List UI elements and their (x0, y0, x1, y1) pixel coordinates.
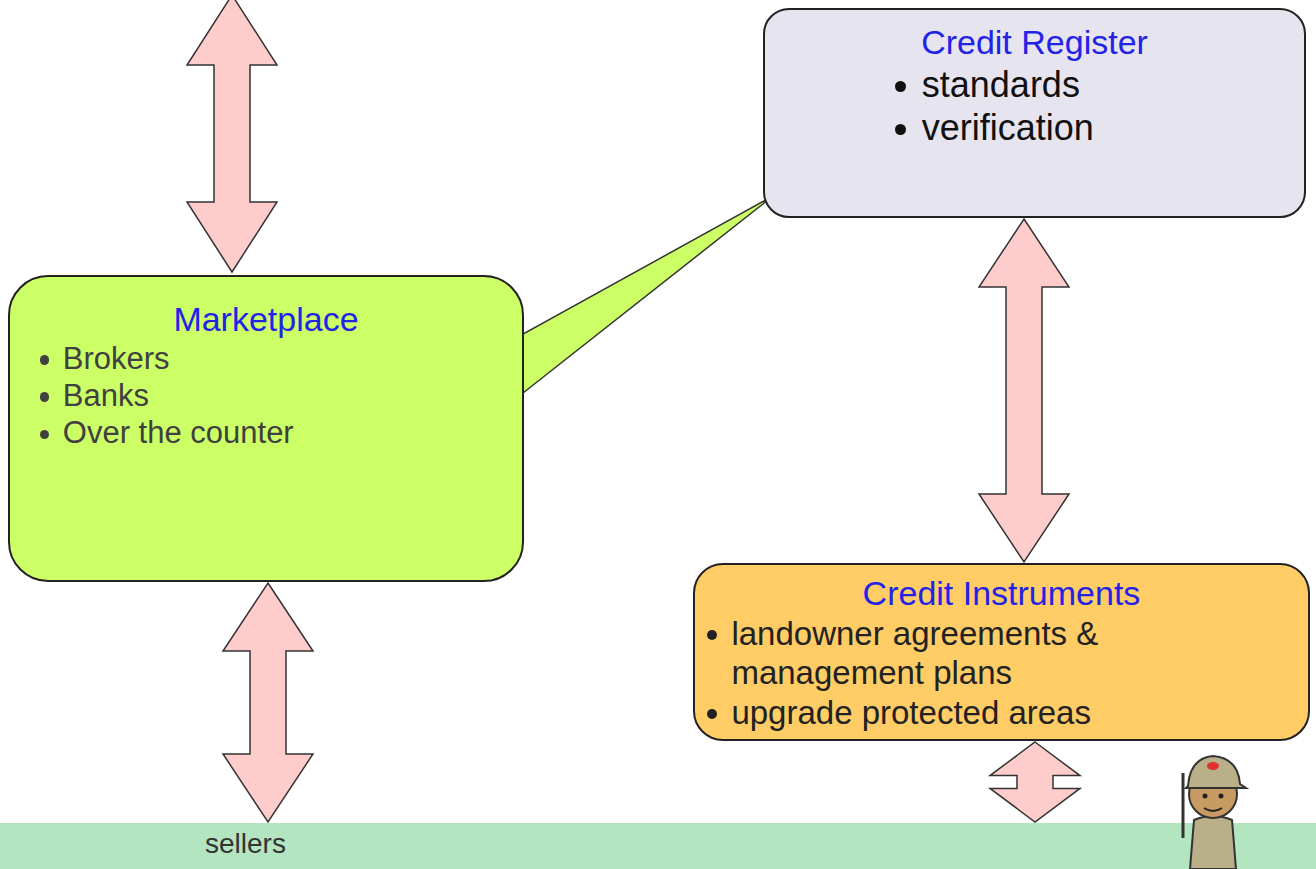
callout-wedge (494, 196, 773, 393)
bullet-text: Over the counter (63, 415, 294, 450)
instruments-box: Credit Instrumentslandowner agreements &… (693, 563, 1310, 741)
bullet-text: verification (922, 107, 1094, 148)
box-title: Credit Instruments (705, 573, 1298, 614)
bullet-item: verification (893, 106, 1294, 149)
buyers-arrow (187, 0, 277, 272)
bullet-dot (40, 430, 49, 439)
bullet-item: Over the counter (38, 414, 512, 451)
sellers-band: sellers (0, 823, 1316, 869)
register-box: Credit Registerstandardsverification (763, 8, 1306, 218)
bullet-text: upgrade protected areas (731, 694, 1091, 731)
bullet-dot (40, 392, 49, 401)
double-arrow (979, 219, 1069, 562)
double-arrow (990, 742, 1080, 822)
bullet-dot (707, 709, 717, 719)
bullet-dot (895, 124, 906, 135)
marketplace-box: MarketplaceBrokersBanksOver the counter (8, 275, 524, 582)
bullet-text: Brokers (63, 341, 170, 376)
double-arrow (223, 583, 313, 822)
bullet-item: upgrade protected areas (705, 693, 1298, 733)
bullet-dot (40, 355, 49, 364)
box-title: Marketplace (20, 299, 512, 340)
bullet-item: landowner agreements & management plans (705, 614, 1298, 693)
ground-band (0, 823, 1316, 869)
bullet-text: landowner agreements & management plans (731, 615, 1098, 692)
bullet-text: standards (922, 64, 1080, 105)
bullet-item: standards (893, 63, 1294, 106)
ranger-figure (1183, 756, 1246, 869)
bullet-item: Banks (38, 377, 512, 414)
band-label: sellers (205, 828, 286, 859)
box-title: Credit Register (775, 22, 1294, 63)
bullet-text: Banks (63, 378, 149, 413)
bullet-dot (895, 81, 906, 92)
bullet-item: Brokers (38, 340, 512, 377)
bullet-dot (707, 630, 717, 640)
